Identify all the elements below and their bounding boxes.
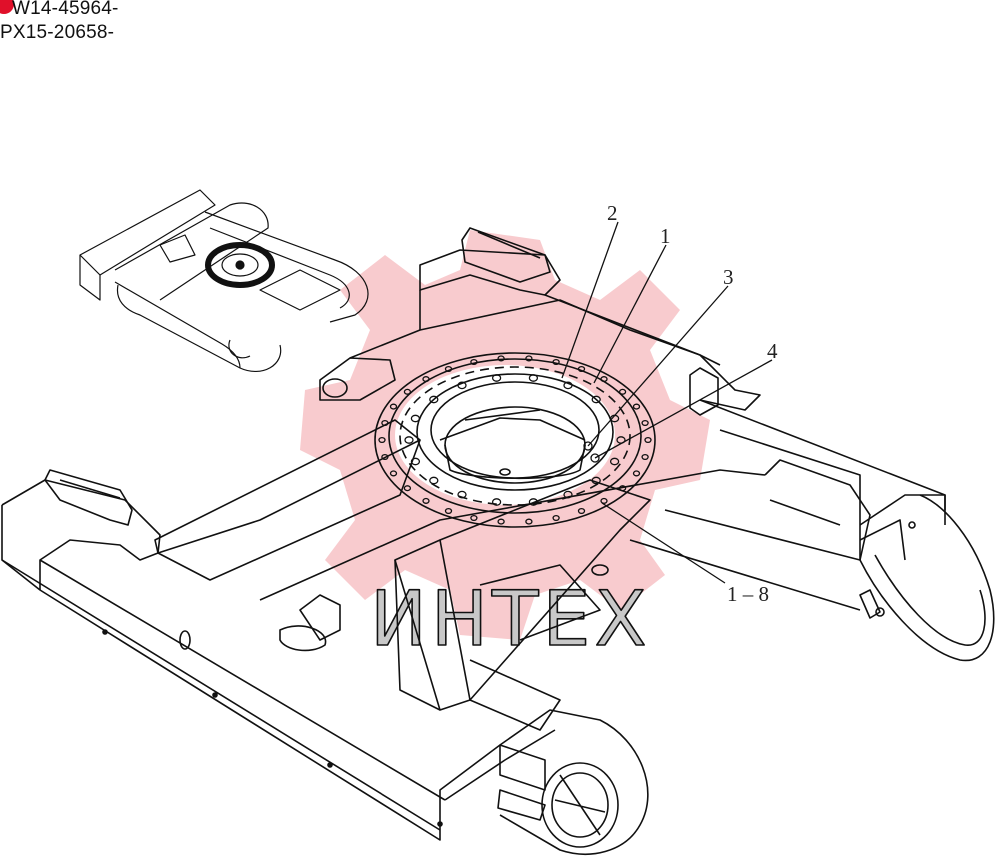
bolt-hole — [563, 490, 573, 499]
serial-number-1: W14-45964- — [12, 0, 119, 19]
bolt-hole — [525, 518, 533, 525]
bolt-hole — [577, 365, 586, 373]
bolt-hole — [404, 436, 414, 444]
red-marker-dot — [0, 0, 14, 14]
bolt-hole — [552, 358, 560, 366]
bolt-hole — [632, 403, 641, 410]
bolt-hole — [457, 381, 467, 390]
upper-left-mount — [319, 329, 421, 401]
callout-3: 3 — [723, 265, 734, 289]
bolt-hole — [600, 497, 608, 504]
bolt-hole — [457, 490, 467, 499]
callout-2: 2 — [607, 201, 618, 225]
center-frame-body — [154, 419, 766, 731]
bolt-hole — [528, 498, 539, 506]
bolt-hole — [632, 470, 641, 477]
bolt-hole — [591, 395, 601, 404]
bolt-hole — [381, 419, 389, 427]
bolt-hole — [422, 376, 430, 383]
bolt-hole — [497, 518, 505, 525]
bolt-hole — [618, 485, 627, 492]
bolt-hole — [563, 381, 573, 390]
lower-drive-end — [439, 709, 649, 855]
bolt-hole — [389, 470, 398, 477]
bolt-hole — [381, 453, 389, 461]
bolt-hole — [525, 355, 533, 362]
bolt-hole — [378, 436, 386, 444]
bolt-hole — [641, 453, 649, 461]
swing-bearing-ring — [374, 352, 656, 528]
bolt-hole — [577, 507, 586, 515]
bolt-hole — [410, 457, 421, 466]
bolt-hole — [444, 507, 453, 515]
serial-number-2: PX15-20658- — [0, 22, 115, 43]
bolt-hole — [491, 498, 502, 506]
bolt-hole — [403, 485, 412, 492]
bolt-hole — [410, 414, 421, 423]
bolt-hole — [389, 403, 398, 410]
inset-machine-thumbnail — [79, 189, 369, 373]
bolt-hole — [641, 419, 649, 427]
callout-4: 4 — [767, 339, 778, 363]
bolt-hole — [591, 476, 601, 485]
watermark-text: ИНТЕХ — [370, 574, 651, 663]
bolt-hole — [422, 497, 430, 504]
bolt-hole — [552, 514, 560, 522]
bolt-hole — [497, 355, 505, 362]
bolt-hole — [470, 514, 478, 522]
bolt-hole — [403, 388, 412, 395]
right-track-frame — [629, 459, 995, 662]
bolt-hole — [444, 365, 453, 373]
bolt-hole — [429, 476, 439, 485]
bolt-hole — [618, 388, 627, 395]
bearing-bolt-holes — [378, 355, 652, 525]
bolt-hole — [600, 376, 608, 383]
bolt-hole — [528, 374, 539, 382]
bolt-hole — [491, 374, 502, 382]
callout-1-8: 1 – 8 — [727, 582, 769, 606]
bolt-hole — [429, 395, 439, 404]
left-track-frame — [1, 469, 446, 841]
callout-leaders — [561, 221, 773, 584]
callout-1: 1 — [660, 224, 671, 248]
bolt-hole — [644, 436, 652, 444]
bolt-hole — [609, 457, 620, 466]
bolt-hole — [470, 358, 478, 366]
